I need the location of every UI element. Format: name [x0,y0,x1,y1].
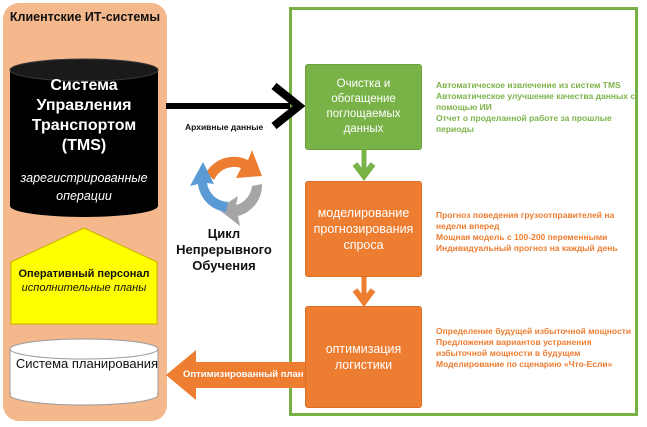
note-item: Предложения вариантов устранения избыточ… [436,337,592,358]
planning-cylinder [9,338,159,406]
stage-notes-logistics-optimization: Определение будущей избыточной мощности … [436,326,636,370]
stage-demand-forecasting: моделирование прогнозирования спроса [305,181,422,277]
tms-subtitle: зарегистрированные операции [20,171,148,203]
planning-system-label: Система планирования [15,356,159,371]
stage-notes-data-cleaning: Автоматическое извлечение из систем TMS … [436,80,636,135]
tms-system: Система Управления Транспортом (TMS) зар… [13,76,155,205]
stage-notes-demand-forecasting: Прогноз поведения грузоотправителей на н… [436,210,636,254]
green-down-arrow [352,150,376,181]
orange-down-arrow [352,277,376,307]
stage-logistics-optimization: оптимизация логистики [305,306,422,408]
note-item: Автоматическое извлечение из систем TMS [436,80,621,90]
archive-data-arrow [166,82,306,130]
staff-subtitle: исполнительные планы [21,282,147,294]
note-item: Определение будущей избыточной мощности [436,326,632,336]
note-item: Отчет о проделанной работе за прошлые пе… [436,113,612,134]
stage-data-cleaning: Очистка и обогащение поглощаемых данных [305,64,422,150]
archive-data-label: Архивные данные [185,122,264,132]
note-item: Автоматическое улучшение качества данных… [436,91,636,112]
operational-staff: Оперативный персонал исполнительные план… [14,267,154,295]
tms-title: Система Управления Транспортом (TMS) [31,77,137,154]
client-systems-title: Клиентские ИТ-системы [9,10,161,24]
staff-house-shape [10,227,158,325]
staff-title: Оперативный персонал [18,268,150,280]
optimized-plan-arrow [166,350,306,400]
note-item: Моделирование по сценарию «Что-Если» [436,359,613,369]
optimized-plan-label: Оптимизированный план [183,369,304,380]
cycle-label: Цикл Непрерывного Обучения [176,226,272,273]
note-item: Индивидуальный прогноз на каждый день [436,243,618,253]
tms-cylinder [9,58,159,217]
note-item: Прогноз поведения грузоотправителей на н… [436,210,615,231]
note-item: Мощная модель с 100-200 переменными [436,232,608,242]
cycle-icon [190,150,263,226]
